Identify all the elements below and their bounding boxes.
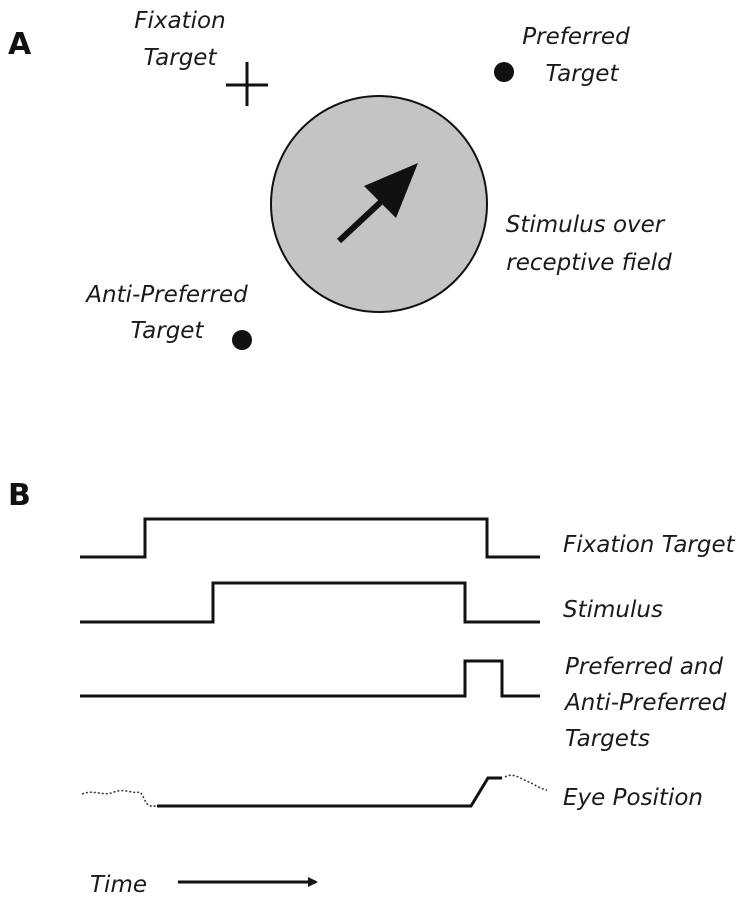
anti-preferred-target-label-line2: Target: [131, 318, 205, 344]
fixation-target-label-line1: Fixation: [134, 8, 225, 34]
time-axis-label: Time: [90, 872, 147, 898]
panel-b-label: B: [8, 478, 31, 513]
panel-a-label: A: [8, 27, 32, 62]
preferred-target-label-line1: Preferred: [522, 24, 630, 50]
anti-preferred-target-dot-icon: [232, 330, 252, 350]
preferred-target-dot-icon: [494, 62, 514, 82]
fixation-cross-icon: [226, 62, 268, 106]
eye-position-trace-label: Eye Position: [563, 785, 703, 811]
targets-trace: [80, 659, 540, 698]
targets-trace-label-line3: Targets: [565, 726, 650, 752]
targets-trace-label-line2: Anti-Preferred: [563, 690, 727, 716]
fixation-target-trace-label: Fixation Target: [563, 532, 736, 558]
fixation-target-label-line2: Target: [144, 45, 218, 71]
targets-trace-label-line1: Preferred and: [565, 654, 723, 680]
motion-direction-arrow-icon: [336, 163, 418, 244]
anti-preferred-target-label-line1: Anti-Preferred: [84, 282, 248, 308]
fixation-target-trace: [80, 517, 540, 559]
stimulus-trace: [80, 581, 540, 624]
stimulus-label-line2: receptive field: [506, 250, 672, 276]
preferred-target-label-line2: Target: [546, 61, 620, 87]
stimulus-label-line1: Stimulus over: [506, 212, 666, 238]
stimulus-trace-label: Stimulus: [563, 597, 663, 623]
eye-position-trace: [81, 774, 548, 808]
